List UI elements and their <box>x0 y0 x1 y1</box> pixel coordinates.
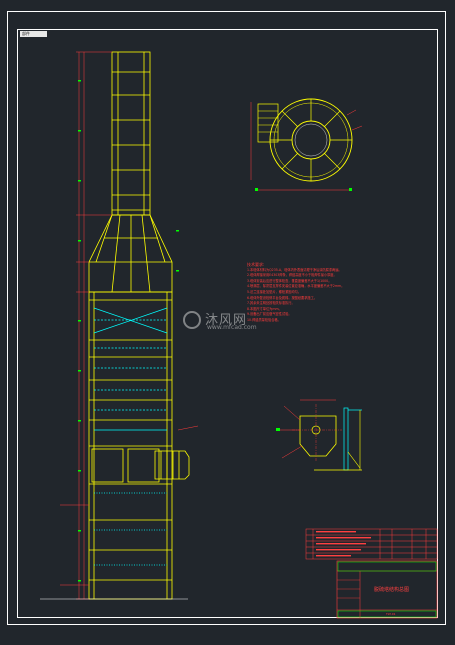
note-line: 2.塔体焊接采用E4303焊条，焊缝高度不小于相焊件最小厚度。 <box>247 273 337 278</box>
drawing-frame-inner <box>17 29 438 618</box>
tower-cone <box>88 214 173 293</box>
detail-view <box>276 399 362 471</box>
title-block-title: 脱硫塔结构总图 <box>374 587 410 593</box>
tower-chimney <box>111 51 151 216</box>
note-line: 8.本图尺寸单位为mm。 <box>247 306 282 311</box>
note-line: 5.法兰连接处加垫片，螺栓紧固均匀。 <box>247 289 302 294</box>
watermark-logo-icon <box>183 311 201 329</box>
note-line: 7.其余未注明处按相关标准执行。 <box>247 301 295 306</box>
parts-list-text <box>316 531 371 557</box>
note-line: 3.塔体安装后应进行整体检查，垂直度偏差不大于1/1000。 <box>247 278 332 283</box>
title-block-drawing-no: TLT-01 <box>386 612 396 616</box>
dimensions-left <box>60 51 199 600</box>
notes-heading: 技术要求: <box>247 262 265 267</box>
frame-tag: 部件 <box>20 31 47 37</box>
note-line: 4.喷淋层、除雾层支撑件安装位置应准确，水平度偏差不大于2mm。 <box>247 284 345 289</box>
technical-notes: 技术要求: 1.本塔体材料为Q235-A，塔体内外表面清理干净后涂防腐漆两遍。 … <box>247 262 387 324</box>
dimension-ticks <box>78 80 179 582</box>
note-line: 6.塔体外壁设检修平台及爬梯，按图纸要求施工。 <box>247 295 317 300</box>
inlet-duct <box>154 450 190 480</box>
parts-list <box>305 528 438 560</box>
drawing-frame-outer <box>7 11 446 625</box>
watermark-url: www.mfcad.com <box>207 324 257 331</box>
title-block <box>336 560 438 619</box>
watermark: 沐风网 www.mfcad.com <box>183 309 273 335</box>
note-line: 10.焊缝质量检验合格。 <box>247 317 281 322</box>
note-line: 1.本塔体材料为Q235-A，塔体内外表面清理干净后涂防腐漆两遍。 <box>247 267 342 272</box>
top-view <box>250 98 363 191</box>
watermark-brand: 沐风网 <box>205 313 248 328</box>
note-line: 9.设备出厂前应做气密性试验。 <box>247 312 292 317</box>
spray-layers <box>93 307 168 566</box>
tower-body <box>88 291 173 600</box>
